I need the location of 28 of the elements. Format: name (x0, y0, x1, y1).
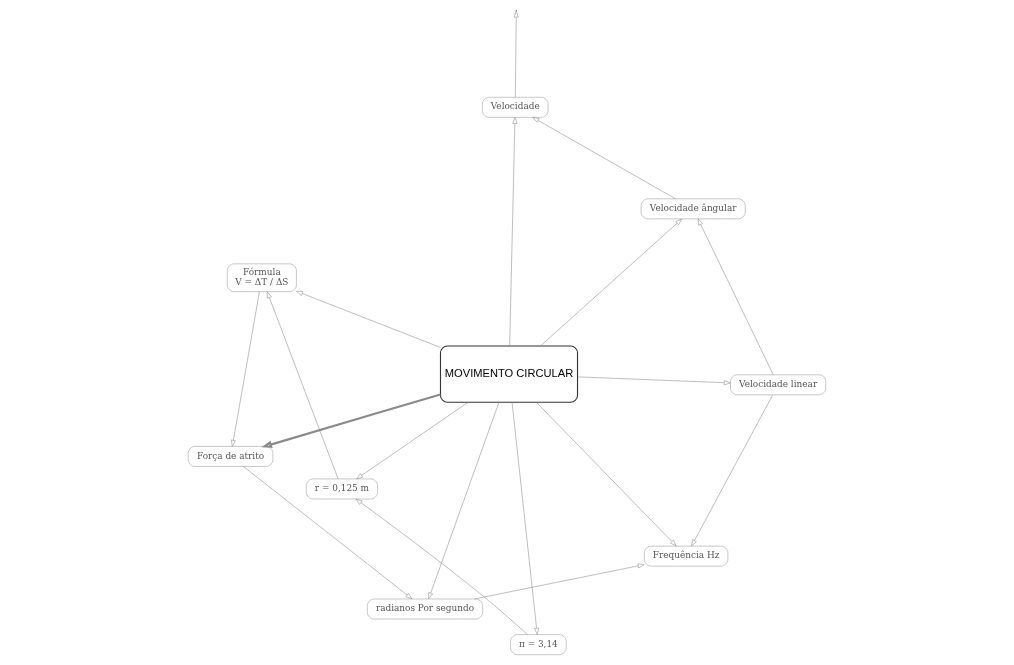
node-box: radianos Por segundo (367, 598, 483, 620)
node-box: π = 3,14 (510, 634, 567, 655)
node-box: Velocidade linear (730, 374, 827, 396)
arrow (356, 402, 469, 480)
arrow (532, 117, 676, 199)
node-box: Frequência Hz (644, 545, 729, 567)
node-box: Velocidade ângular (640, 198, 746, 220)
node-box: MOVIMENTO CIRCULAR (439, 345, 579, 403)
arrow (296, 290, 441, 348)
arrow (474, 563, 645, 600)
arrow (511, 402, 539, 635)
arrow (509, 117, 518, 347)
node-box: r = 0,125 m (306, 478, 378, 500)
arrow (231, 291, 260, 447)
arrow (355, 498, 528, 635)
arrow (513, 10, 519, 98)
arrow (266, 291, 339, 480)
arrow (697, 218, 774, 375)
node-box: Fórmula V = ΔT / ΔS (227, 263, 297, 292)
arrow (577, 376, 731, 386)
node-box: Velocidade (482, 97, 549, 118)
arrow (243, 466, 413, 600)
arrow (691, 394, 773, 547)
node-box: Força de atrito (187, 446, 274, 467)
arrow (428, 402, 500, 600)
arrow (540, 218, 683, 347)
arrow (261, 393, 441, 448)
arrow (536, 402, 677, 547)
